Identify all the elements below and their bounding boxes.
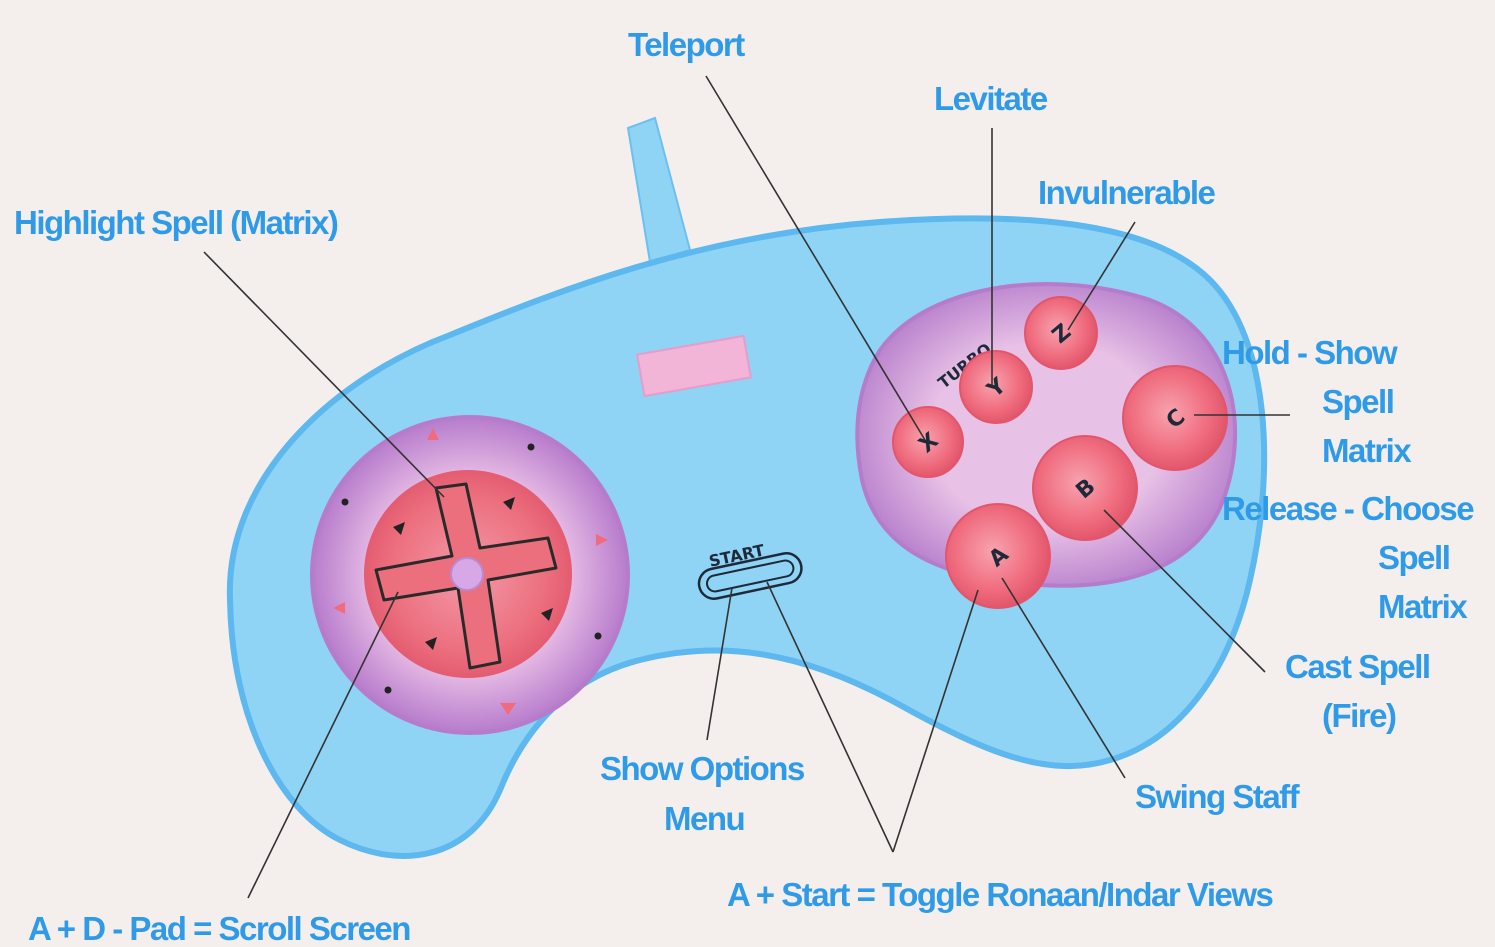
callout-hold-show-3: Matrix [1322,432,1412,469]
callout-teleport: Teleport [628,26,745,63]
callout-scroll-screen: A + D - Pad = Scroll Screen [28,910,410,947]
callout-cast-spell-1: Cast Spell [1285,648,1430,685]
dpad-center [451,558,483,590]
callout-invulnerable: Invulnerable [1038,174,1216,211]
callout-toggle-views: A + Start = Toggle Ronaan/Indar Views [727,876,1273,913]
callout-release-3: Matrix [1378,588,1468,625]
button-x[interactable]: X [893,407,963,477]
callout-highlight-spell: Highlight Spell (Matrix) [14,204,338,241]
button-b[interactable]: B [1033,436,1137,540]
callout-swing-staff: Swing Staff [1135,778,1301,815]
callout-release-1: Release - Choose [1222,490,1474,527]
callout-show-options-1: Show Options [600,750,804,787]
callout-hold-show-1: Hold - Show [1222,334,1398,371]
callout-levitate: Levitate [934,80,1048,117]
callout-show-options-2: Menu [664,800,744,837]
button-z[interactable]: Z [1025,297,1097,369]
callout-release-2: Spell [1378,539,1449,576]
button-y[interactable]: Y [960,351,1032,423]
callout-hold-show-2: Spell [1322,383,1393,420]
controller-cable [628,118,690,262]
callout-cast-spell-2: (Fire) [1322,697,1396,734]
button-c[interactable]: C [1123,366,1227,470]
button-a[interactable]: A [946,504,1050,608]
